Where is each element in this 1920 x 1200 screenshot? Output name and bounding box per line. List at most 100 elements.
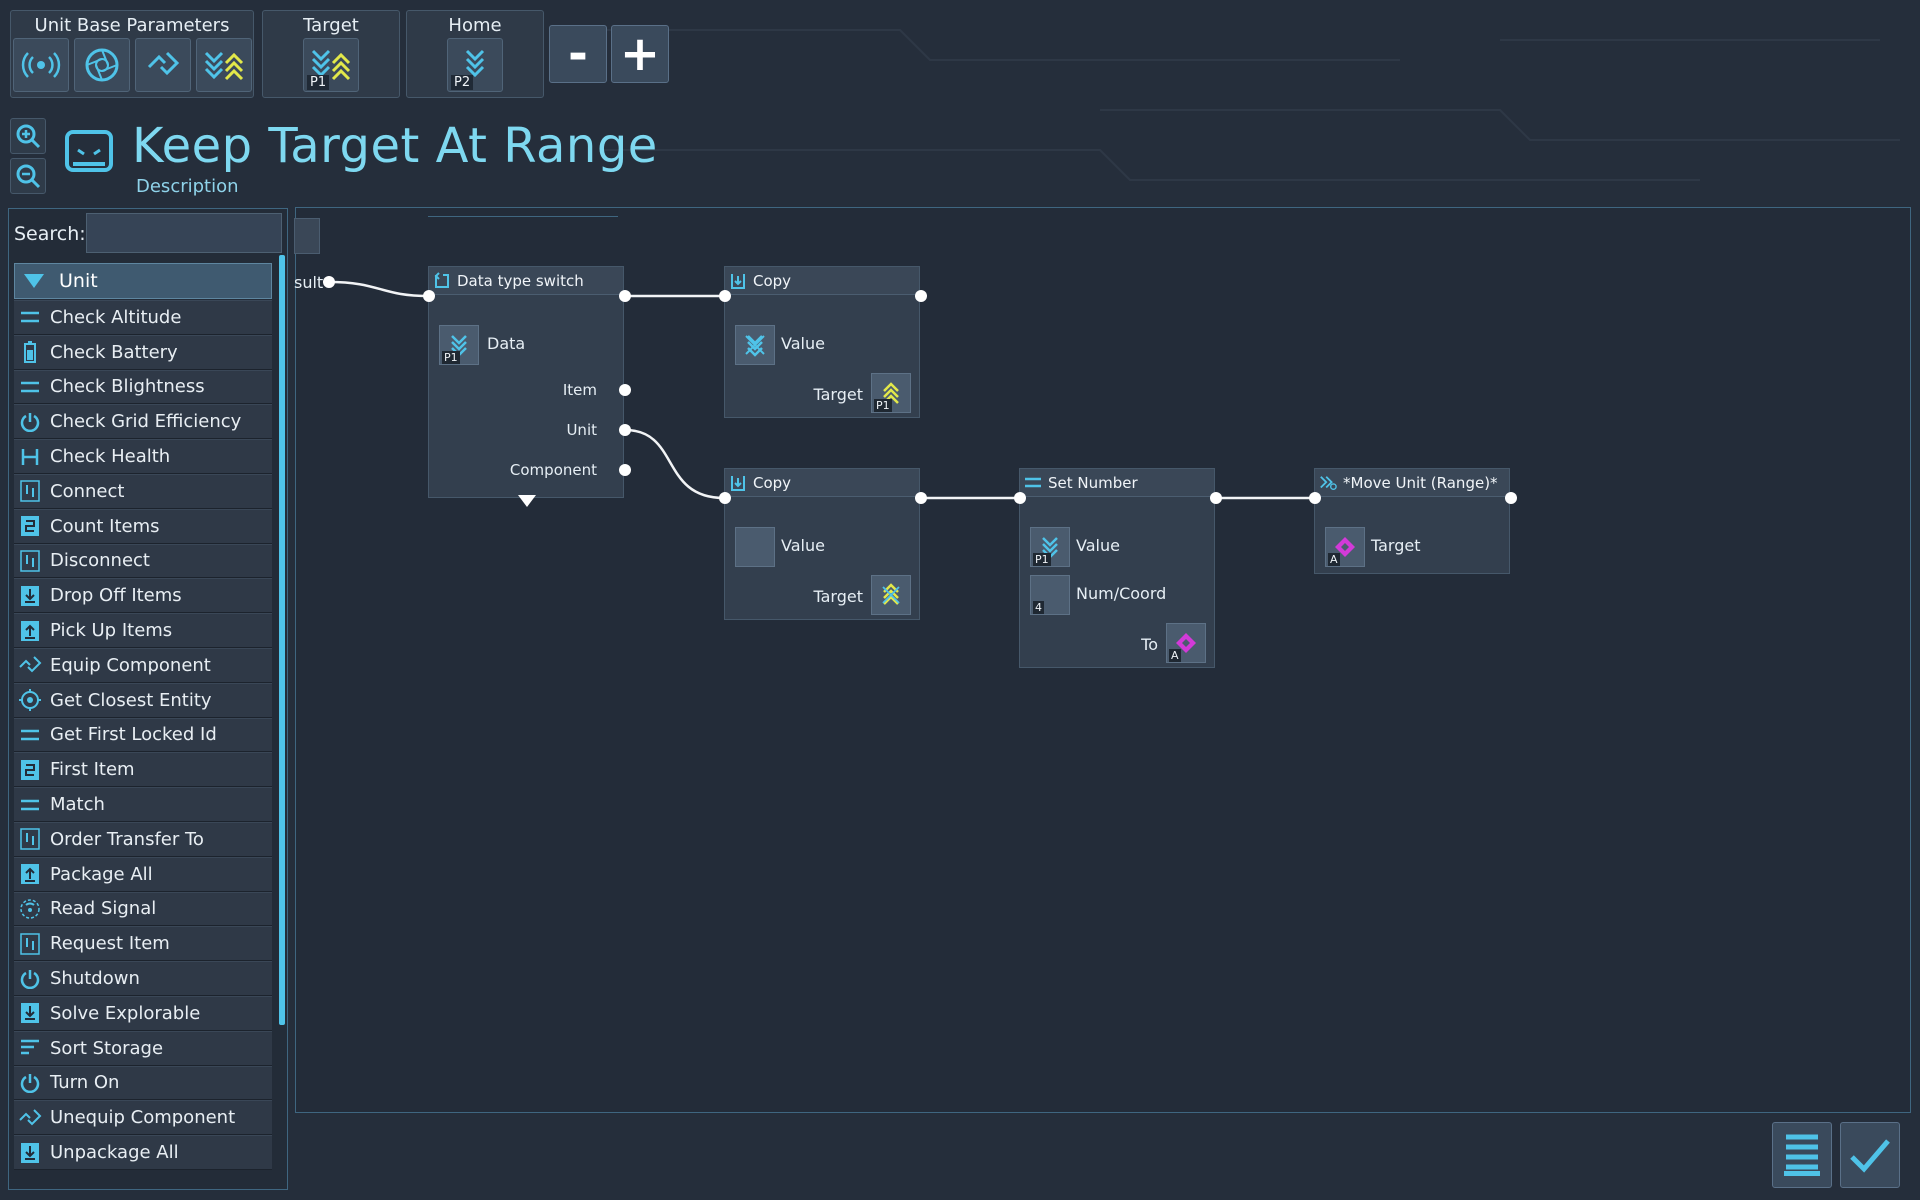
home-param-button[interactable]: P2 bbox=[447, 38, 503, 92]
confirm-button[interactable] bbox=[1840, 1122, 1900, 1188]
palette-item-sort-storage[interactable]: Sort Storage bbox=[14, 1030, 272, 1066]
palette-item-drop-off-items[interactable]: Drop Off Items bbox=[14, 578, 272, 614]
palette-item-get-closest-entity[interactable]: Get Closest Entity bbox=[14, 682, 272, 718]
component-output-label: Component bbox=[509, 461, 597, 479]
remove-parameter-button[interactable]: - bbox=[549, 25, 607, 83]
palette-item-solve-explorable[interactable]: Solve Explorable bbox=[14, 995, 272, 1031]
value-input-slot[interactable] bbox=[735, 325, 775, 365]
health-icon bbox=[18, 445, 42, 469]
chevrons-icon bbox=[204, 51, 243, 81]
search-input[interactable] bbox=[86, 213, 282, 253]
palette-item-count-items[interactable]: Count Items bbox=[14, 508, 272, 544]
target-output-slot[interactable] bbox=[871, 575, 911, 615]
node-header[interactable]: Copy bbox=[725, 469, 919, 497]
aperture-param-button[interactable] bbox=[73, 38, 130, 92]
switch-exec-output-port[interactable] bbox=[619, 290, 631, 302]
palette-item-order-transfer-to[interactable]: Order Transfer To bbox=[14, 821, 272, 857]
palette-item-request-item[interactable]: Request Item bbox=[14, 926, 272, 962]
palette-item-label: Get Closest Entity bbox=[50, 689, 212, 711]
value-label: Value bbox=[1076, 536, 1120, 555]
palette-item-disconnect[interactable]: Disconnect bbox=[14, 543, 272, 579]
unit-home-icon bbox=[465, 49, 485, 78]
signal-icon bbox=[21, 52, 60, 78]
palette-item-connect[interactable]: Connect bbox=[14, 473, 272, 509]
add-parameter-button[interactable]: + bbox=[611, 25, 669, 83]
palette-item-check-altitude[interactable]: Check Altitude bbox=[14, 300, 272, 335]
node-header[interactable]: Copy bbox=[725, 267, 919, 295]
expand-triangle-icon[interactable] bbox=[517, 494, 537, 508]
palette-item-first-item[interactable]: First Item bbox=[14, 752, 272, 788]
palette-scrollbar[interactable] bbox=[279, 255, 285, 1025]
node-header[interactable]: Set Number bbox=[1020, 469, 1214, 497]
zoom-out-button[interactable] bbox=[10, 158, 46, 194]
node-header[interactable]: Data type switch bbox=[429, 267, 623, 295]
setnum-exec-output-port[interactable] bbox=[1210, 492, 1222, 504]
node-header[interactable]: *Move Unit (Range)* bbox=[1315, 469, 1509, 497]
target-input-slot[interactable]: A bbox=[1325, 527, 1365, 567]
move-exec-input-port[interactable] bbox=[1309, 492, 1321, 504]
palette-item-label: First Item bbox=[50, 759, 135, 781]
copy2-exec-output-port[interactable] bbox=[915, 492, 927, 504]
data-input-slot[interactable]: P1 bbox=[439, 325, 479, 365]
behavior-title[interactable]: Keep Target At Range bbox=[132, 118, 658, 174]
upload-icon bbox=[18, 862, 42, 886]
move-exec-output-port[interactable] bbox=[1505, 492, 1517, 504]
minus-icon: - bbox=[568, 26, 588, 82]
palette-item-check-battery[interactable]: Check Battery bbox=[14, 334, 272, 370]
signal-param-button[interactable] bbox=[12, 38, 69, 92]
palette-item-equip-component[interactable]: Equip Component bbox=[14, 647, 272, 683]
copy-node-2[interactable]: Copy Value Target bbox=[724, 468, 920, 620]
partial-output-port[interactable] bbox=[323, 276, 335, 288]
copy1-exec-output-port[interactable] bbox=[915, 290, 927, 302]
value-input-slot[interactable] bbox=[735, 527, 775, 567]
copy2-exec-input-port[interactable] bbox=[719, 492, 731, 504]
copy1-exec-input-port[interactable] bbox=[719, 290, 731, 302]
palette-item-turn-on[interactable]: Turn On bbox=[14, 1065, 272, 1101]
list-stack-icon bbox=[1784, 1134, 1820, 1176]
triangle-down-icon bbox=[24, 274, 44, 288]
unit-output-port[interactable] bbox=[619, 424, 631, 436]
node-title: Set Number bbox=[1048, 473, 1138, 492]
partial-node-top[interactable] bbox=[294, 218, 320, 254]
palette-item-check-grid-efficiency[interactable]: Check Grid Efficiency bbox=[14, 404, 272, 440]
switch-exec-input-port[interactable] bbox=[423, 290, 435, 302]
behavior-description[interactable]: Description bbox=[136, 176, 239, 197]
set-number-node[interactable]: Set Number P1 Value 4 Num/Coord To A bbox=[1019, 468, 1215, 668]
palette-item-shutdown[interactable]: Shutdown bbox=[14, 961, 272, 996]
to-output-slot[interactable]: A bbox=[1166, 623, 1206, 663]
palette-item-unpackage-all[interactable]: Unpackage All bbox=[14, 1135, 272, 1170]
item-output-port[interactable] bbox=[619, 384, 631, 396]
palette-item-get-first-locked-id[interactable]: Get First Locked Id bbox=[14, 717, 272, 753]
target-output-slot[interactable]: P1 bbox=[871, 373, 911, 413]
value-label: Value bbox=[781, 334, 825, 353]
category-unit-header[interactable]: Unit bbox=[14, 263, 272, 299]
program-list-button[interactable] bbox=[1772, 1122, 1832, 1188]
value-input-slot[interactable]: P1 bbox=[1030, 527, 1070, 567]
setnum-exec-input-port[interactable] bbox=[1014, 492, 1026, 504]
target-title: Target bbox=[303, 15, 359, 36]
home-parameter-group: Home P2 bbox=[406, 10, 544, 98]
target-param-button[interactable]: P1 bbox=[303, 38, 359, 92]
palette-item-label: Check Blightness bbox=[50, 376, 205, 398]
palette-item-read-signal[interactable]: Read Signal bbox=[14, 891, 272, 927]
slot-sub: P1 bbox=[874, 399, 892, 412]
palette-item-check-health[interactable]: Check Health bbox=[14, 439, 272, 474]
palette-item-pick-up-items[interactable]: Pick Up Items bbox=[14, 613, 272, 648]
category-label: Unit bbox=[59, 270, 98, 292]
palette-item-check-blightness[interactable]: Check Blightness bbox=[14, 369, 272, 405]
move-unit-range-node[interactable]: *Move Unit (Range)* A Target bbox=[1314, 468, 1510, 574]
download-icon bbox=[18, 584, 42, 608]
palette-item-unequip-component[interactable]: Unequip Component bbox=[14, 1100, 272, 1136]
component-output-port[interactable] bbox=[619, 464, 631, 476]
palette-item-package-all[interactable]: Package All bbox=[14, 856, 272, 892]
copy-node-1[interactable]: Copy Value Target P1 bbox=[724, 266, 920, 418]
link-param-button[interactable] bbox=[134, 38, 191, 92]
num-input-slot[interactable]: 4 bbox=[1030, 575, 1070, 615]
palette-item-match[interactable]: Match bbox=[14, 787, 272, 822]
num-value: 4 bbox=[1033, 601, 1044, 614]
unit-param-button[interactable] bbox=[195, 38, 252, 92]
behavior-icon bbox=[64, 128, 114, 178]
data-type-switch-node[interactable]: Data type switch P1 Data Item Unit Compo… bbox=[428, 266, 624, 498]
zoom-in-button[interactable] bbox=[10, 118, 46, 154]
